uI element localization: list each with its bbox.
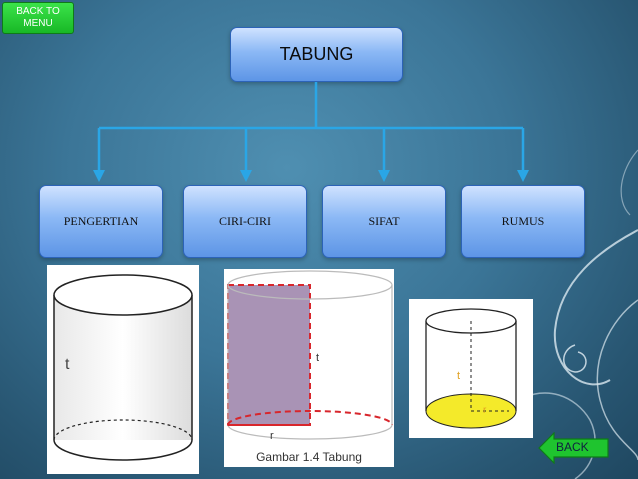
topic-label: CIRI-CIRI	[219, 214, 271, 228]
topic-pengertian-button[interactable]: PENGERTIAN	[39, 185, 163, 258]
height-label: t	[316, 352, 319, 364]
cylinder-illustration: t r Gambar 1.4 Tabung	[227, 270, 393, 464]
cylinder-illustration: t	[53, 274, 193, 461]
height-label: t	[65, 356, 70, 373]
figure-caption: Gambar 1.4 Tabung	[256, 450, 362, 464]
topic-rumus-button[interactable]: RUMUS	[461, 185, 585, 258]
back-label: BACK	[556, 440, 589, 454]
topic-label: RUMUS	[501, 214, 545, 228]
radius-label: r	[483, 405, 487, 416]
topic-sifat-button[interactable]: SIFAT	[322, 185, 446, 258]
title-node: TABUNG	[230, 27, 403, 82]
cylinder-figure-3: t r	[409, 299, 533, 438]
left-arrow-icon	[538, 432, 609, 464]
cylinder-figure-2: t r Gambar 1.4 Tabung	[224, 269, 394, 467]
topic-label: SIFAT	[368, 214, 400, 228]
cylinder-illustration: t r	[425, 308, 517, 429]
topic-label: PENGERTIAN	[63, 214, 139, 228]
back-to-menu-button[interactable]: BACK TO MENU	[2, 2, 74, 34]
title-label: TABUNG	[279, 44, 354, 64]
height-label: t	[457, 370, 460, 382]
radius-label: r	[270, 430, 274, 442]
topic-ciri-ciri-button[interactable]: CIRI-CIRI	[183, 185, 307, 258]
back-button[interactable]: BACK	[538, 432, 610, 464]
cylinder-figure-1: t	[47, 265, 199, 474]
